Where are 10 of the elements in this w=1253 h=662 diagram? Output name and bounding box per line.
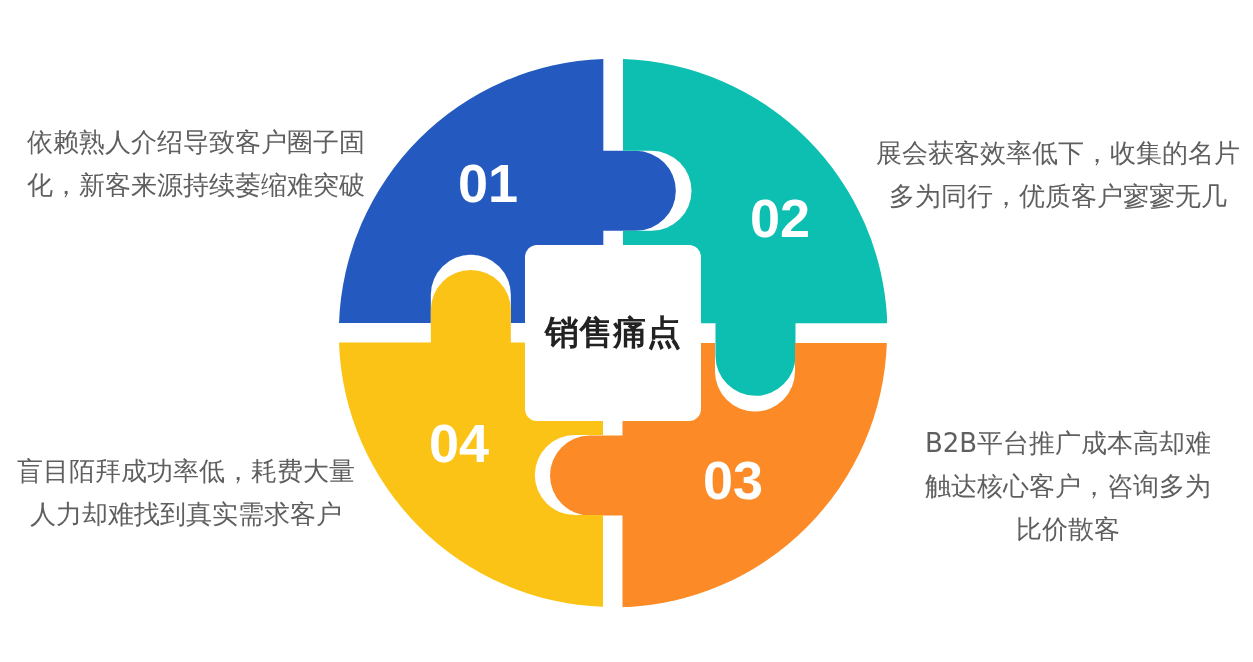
- description-text: 盲目陌拜成功率低，耗费大量人力却难找到真实需求客户: [16, 455, 356, 531]
- step-number: 03: [702, 453, 764, 507]
- description-text: 依赖熟人介绍导致客户圈子固化，新客来源持续萎缩难突破: [26, 126, 366, 202]
- description-text: 展会获客效率低下，收集的名片多为同行，优质客户寥寥无几: [875, 137, 1241, 213]
- description-text: B2B平台推广成本高却难触达核心客户，咨询多为比价散客: [923, 427, 1213, 546]
- center-title: 销售痛点: [545, 311, 681, 354]
- step-number: 02: [749, 191, 811, 245]
- center-panel: [525, 245, 701, 421]
- step-number: 04: [428, 416, 489, 470]
- step-number: 01: [457, 156, 518, 210]
